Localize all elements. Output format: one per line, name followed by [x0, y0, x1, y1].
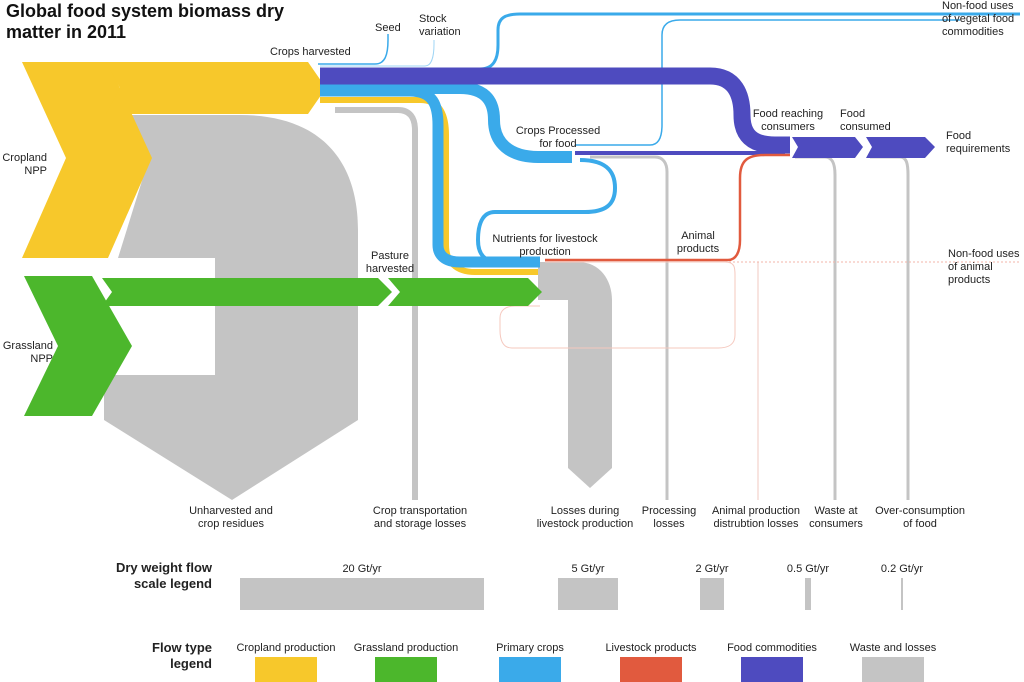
scale-legend-label: 0.2 Gt/yr	[880, 563, 924, 575]
label-cropland-npp: Cropland NPP	[2, 152, 47, 177]
flow-livestock-products	[545, 153, 790, 262]
label-nutrients-livestock: Nutrients for livestock production	[492, 233, 598, 258]
scale-legend-heading: Dry weight flow scale legend	[115, 560, 212, 591]
scale-legend-label: 5 Gt/yr	[571, 563, 605, 575]
type-legend-label: Primary crops	[496, 642, 564, 654]
flow-primary-crops-processed	[320, 82, 572, 163]
label-stock-variation: Stock variation	[419, 13, 461, 38]
type-legend-label: Grassland production	[353, 642, 459, 654]
label-seed: Seed	[375, 22, 401, 34]
scale-legend-bar	[805, 578, 811, 610]
chevron-food-consumed	[866, 137, 935, 158]
scale-legend-bar	[700, 578, 724, 610]
type-legend-heading: Flow type legend	[152, 640, 212, 671]
type-legend-swatch	[375, 657, 437, 682]
scale-legend-label: 20 Gt/yr	[342, 563, 382, 575]
flow-food-direct	[320, 67, 790, 154]
loss-label-transport: Crop transportation and storage losses	[372, 505, 468, 530]
flow-livestock-losses	[538, 262, 612, 488]
type-legend-swatch	[620, 657, 682, 682]
label-grassland-npp: Grassland NPP	[2, 340, 53, 365]
flow-processed-to-livestock	[475, 158, 618, 264]
label-pasture-harvested: Pasture harvested	[365, 250, 415, 275]
label-food-consumed: Food consumed	[840, 108, 891, 133]
label-crops-processed: Crops Processed for food	[515, 125, 601, 150]
flow-consumer-waste	[795, 155, 837, 500]
chevron-pasture-b	[388, 278, 542, 306]
flow-processing-losses	[590, 155, 669, 500]
scale-legend-bar	[901, 578, 903, 610]
type-legend-swatch	[255, 657, 317, 682]
loss-label-processing: Processing losses	[641, 505, 697, 530]
flow-nonfood-animal-loop	[499, 261, 736, 349]
chevron-grassland-npp	[24, 276, 132, 416]
loss-label-consumer-waste: Waste at consumers	[809, 505, 863, 530]
type-legend-label: Livestock products	[605, 642, 697, 654]
chevron-pasture-a	[102, 278, 392, 306]
type-legend-swatch	[741, 657, 803, 682]
scale-legend-bar	[558, 578, 618, 610]
type-legend-swatch	[499, 657, 561, 682]
type-legend-label: Food commodities	[727, 642, 817, 654]
label-nonfood-vegetal: Non-food uses of vegetal food commoditie…	[942, 0, 1015, 38]
type-legend-swatch	[862, 657, 924, 682]
flow-seed	[318, 34, 389, 65]
chevron-crops-harvested	[106, 62, 326, 114]
label-nonfood-animal: Non-food uses of animal products	[948, 248, 1020, 286]
flow-overconsumption	[870, 155, 910, 500]
scale-legend-label: 2 Gt/yr	[695, 563, 729, 575]
loss-label-unharvested: Unharvested and crop residues	[189, 505, 273, 530]
scale-legend-bar	[240, 578, 484, 610]
label-crops-harvested: Crops harvested	[270, 46, 351, 58]
chevron-food-reaching	[792, 137, 863, 158]
label-food-requirements: Food requirements	[946, 130, 1011, 155]
flow-stock-variation	[320, 40, 435, 67]
type-legend-label: Waste and losses	[849, 642, 937, 654]
loss-label-animal-distribution: Animal production distrubtion losses	[711, 505, 801, 530]
flow-transport-losses	[335, 107, 418, 500]
scale-legend-label: 0.5 Gt/yr	[786, 563, 830, 575]
loss-label-livestock: Losses during livestock production	[536, 505, 634, 530]
page-title: Global food system biomass dry matter in…	[6, 1, 285, 42]
flow-unharvested-residues	[104, 115, 358, 500]
label-animal-products: Animal products	[676, 230, 720, 255]
type-legend-label: Cropland production	[236, 642, 336, 654]
label-food-reaching: Food reaching consumers	[752, 108, 824, 133]
loss-label-overconsumption: Over-consumption of food	[875, 505, 965, 530]
